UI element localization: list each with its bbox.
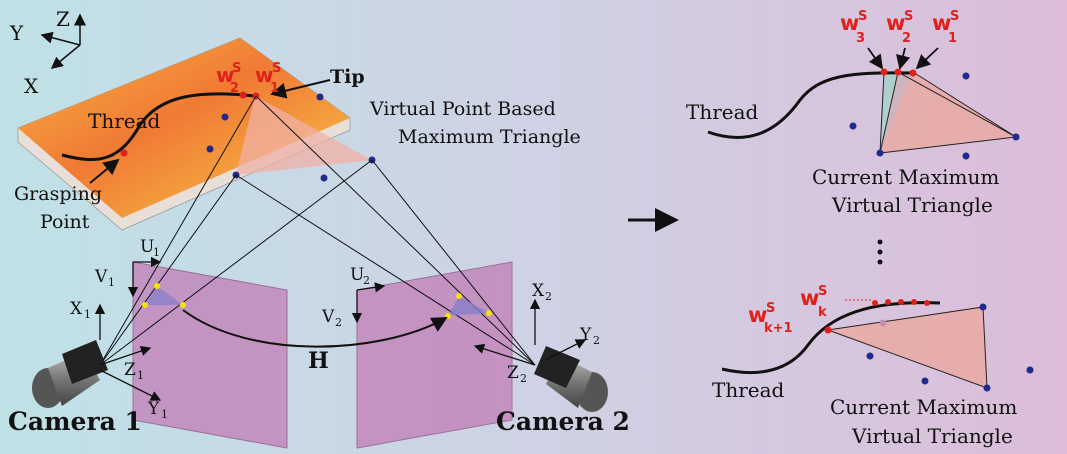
svg-text:S: S [766, 301, 775, 316]
right-bottom-diagram [721, 299, 1034, 392]
homography-arrow [182, 309, 448, 348]
svg-text:w: w [216, 63, 234, 87]
svg-text:2: 2 [593, 334, 600, 347]
w2-point-marker [239, 91, 247, 99]
wk-label-bottom: w S k [800, 284, 827, 320]
projection-rays [99, 95, 536, 366]
tip-label: Tip [330, 66, 365, 88]
projected-points [142, 283, 492, 319]
svg-text:S: S [950, 9, 959, 24]
projected-triangle-2 [448, 296, 489, 316]
w2-label-top: w S 2 [886, 9, 913, 46]
svg-text:1: 1 [270, 81, 279, 96]
grasping-label-1: Grasping [14, 183, 102, 205]
axis-y-label: Y [9, 21, 24, 45]
svg-text:Y: Y [579, 325, 592, 345]
virtual-point [221, 113, 229, 121]
grasping-label-2: Point [40, 211, 90, 233]
thread-label-left: Thread [88, 109, 161, 133]
camera-1-label: Camera 1 [8, 407, 142, 436]
caption-bottom-1: Current Maximum [830, 395, 1017, 419]
wk1-label-bottom: w S k+1 [748, 301, 793, 336]
svg-text:2: 2 [902, 31, 911, 46]
image-plane-camera-1 [132, 261, 288, 449]
svg-text:2: 2 [363, 274, 370, 287]
svg-text:2: 2 [335, 316, 342, 329]
svg-text:1: 1 [108, 276, 115, 289]
virtual-maximum-triangle [236, 96, 372, 175]
svg-text:X: X [70, 299, 83, 319]
homography-label: H [308, 348, 329, 374]
svg-text:1: 1 [153, 246, 160, 259]
caption-top-1: Current Maximum [812, 165, 999, 189]
right-top-diagram [707, 47, 1020, 160]
w3-label-top: w S 3 [840, 9, 867, 46]
w1-label-top: w S 1 [932, 9, 959, 46]
camera-1-axes [94, 256, 162, 401]
svg-text:w: w [255, 63, 273, 87]
svg-text:w: w [840, 11, 859, 35]
svg-text:S: S [858, 9, 867, 24]
svg-text:1: 1 [84, 308, 91, 321]
thread-label-bottom: Thread [712, 378, 785, 402]
camera-2-icon [534, 346, 608, 412]
grasping-point-marker [120, 149, 128, 157]
camera-1-labels: U 1 V 1 X 1 Z 1 Y 1 [70, 237, 168, 421]
svg-text:S: S [272, 61, 281, 76]
svg-text:U: U [350, 265, 364, 285]
virtual-point [320, 174, 328, 182]
virtual-point [206, 145, 214, 153]
grasping-arrow [89, 158, 120, 184]
svg-text:Y: Y [147, 399, 160, 419]
svg-text:3: 3 [856, 31, 865, 46]
svg-text:X: X [532, 281, 545, 301]
svg-text:2: 2 [545, 290, 552, 303]
svg-text:1: 1 [137, 369, 144, 382]
caption-bottom-2: Virtual Triangle [851, 424, 1013, 448]
virtual-triangle-label-1: Virtual Point Based [369, 98, 556, 120]
svg-text:w: w [886, 11, 905, 35]
projected-triangle-1 [145, 286, 183, 305]
svg-text:1: 1 [948, 31, 957, 46]
caption-top-2: Virtual Triangle [831, 193, 993, 217]
thread-label-top: Thread [686, 100, 759, 124]
camera-2-labels: U 2 V 2 X 2 Y 2 Z 2 [321, 265, 600, 385]
w1-label-left: w S 1 [255, 61, 281, 96]
camera-2-axes [351, 282, 587, 366]
svg-text:S: S [232, 61, 241, 76]
thread-curve [61, 92, 256, 162]
camera-1-icon [32, 340, 108, 408]
svg-text:2: 2 [520, 372, 527, 385]
svg-text:w: w [932, 11, 951, 35]
vertical-ellipsis [877, 239, 883, 265]
svg-text:V: V [94, 267, 108, 287]
camera-2-label: Camera 2 [496, 407, 630, 436]
world-axes [40, 13, 86, 69]
axis-z-label: Z [56, 7, 70, 31]
svg-text:k: k [818, 305, 827, 320]
axis-x-label: X [24, 74, 39, 98]
svg-text:S: S [904, 9, 913, 24]
svg-text:Z: Z [507, 363, 519, 383]
w2-label-left: w S 2 [216, 61, 241, 96]
svg-text:1: 1 [161, 408, 168, 421]
tip-arrow [270, 79, 331, 99]
svg-text:2: 2 [230, 81, 239, 96]
svg-text:w: w [748, 303, 767, 327]
svg-text:U: U [140, 237, 154, 257]
svg-text:Z: Z [124, 360, 136, 380]
image-plane-camera-2 [356, 261, 513, 449]
svg-text:k+1: k+1 [764, 321, 793, 336]
svg-text:w: w [800, 286, 819, 310]
svg-text:S: S [818, 284, 827, 299]
virtual-triangle-label-2: Maximum Triangle [398, 126, 581, 148]
virtual-point [316, 93, 324, 101]
svg-text:V: V [321, 307, 335, 327]
